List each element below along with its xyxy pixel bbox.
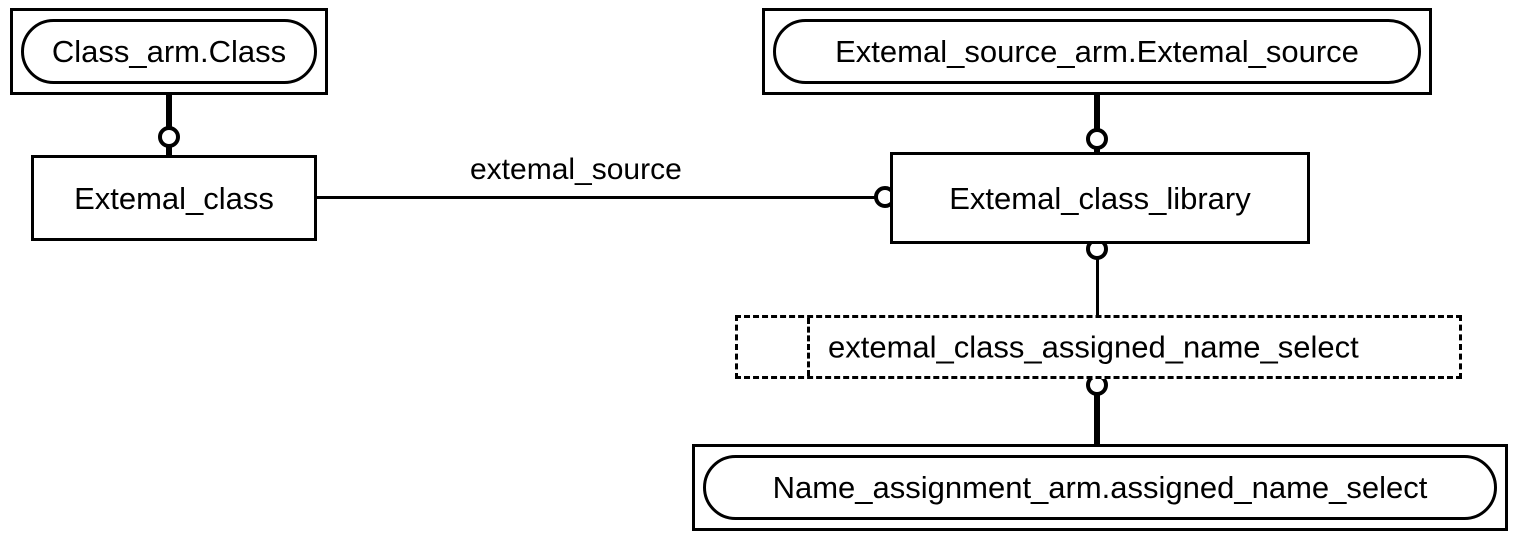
edge-marker-circle-library-top <box>1086 128 1108 150</box>
node-class-arm-class[interactable]: Class_arm.Class <box>10 8 328 95</box>
edge-external-source-to-library <box>1094 95 1100 155</box>
edge-external-class-to-library <box>317 196 894 199</box>
node-external-class-assigned-name-select-label: extemal_class_assigned_name_select <box>828 329 1359 365</box>
node-class-arm-class-inner: Class_arm.Class <box>21 19 317 84</box>
node-external-class-library[interactable]: Extemal_class_library <box>890 152 1310 244</box>
node-class-arm-class-label: Class_arm.Class <box>51 34 287 69</box>
node-external-source-arm-inner: Extemal_source_arm.Extemal_source <box>773 19 1421 84</box>
edge-label-external-source: extemal_source <box>470 153 682 186</box>
select-compartment-divider <box>807 318 810 376</box>
node-name-assignment-arm-assigned-name-select[interactable]: Name_assignment_arm.assigned_name_select <box>692 444 1508 531</box>
edge-library-to-select <box>1096 244 1099 317</box>
node-external-source-arm-external-source[interactable]: Extemal_source_arm.Extemal_source <box>762 8 1432 95</box>
node-name-assignment-arm-inner: Name_assignment_arm.assigned_name_select <box>703 455 1497 520</box>
edge-marker-circle-external-class-top <box>158 126 180 148</box>
node-external-class[interactable]: Extemal_class <box>31 155 317 241</box>
node-external-class-label: Extemal_class <box>74 180 274 216</box>
node-external-class-library-label: Extemal_class_library <box>949 180 1251 216</box>
edge-select-to-name-assignment <box>1094 378 1100 446</box>
node-external-class-assigned-name-select[interactable]: extemal_class_assigned_name_select <box>735 315 1462 379</box>
node-name-assignment-arm-assigned-name-select-label: Name_assignment_arm.assigned_name_select <box>772 470 1428 505</box>
node-external-source-arm-external-source-label: Extemal_source_arm.Extemal_source <box>835 34 1359 69</box>
